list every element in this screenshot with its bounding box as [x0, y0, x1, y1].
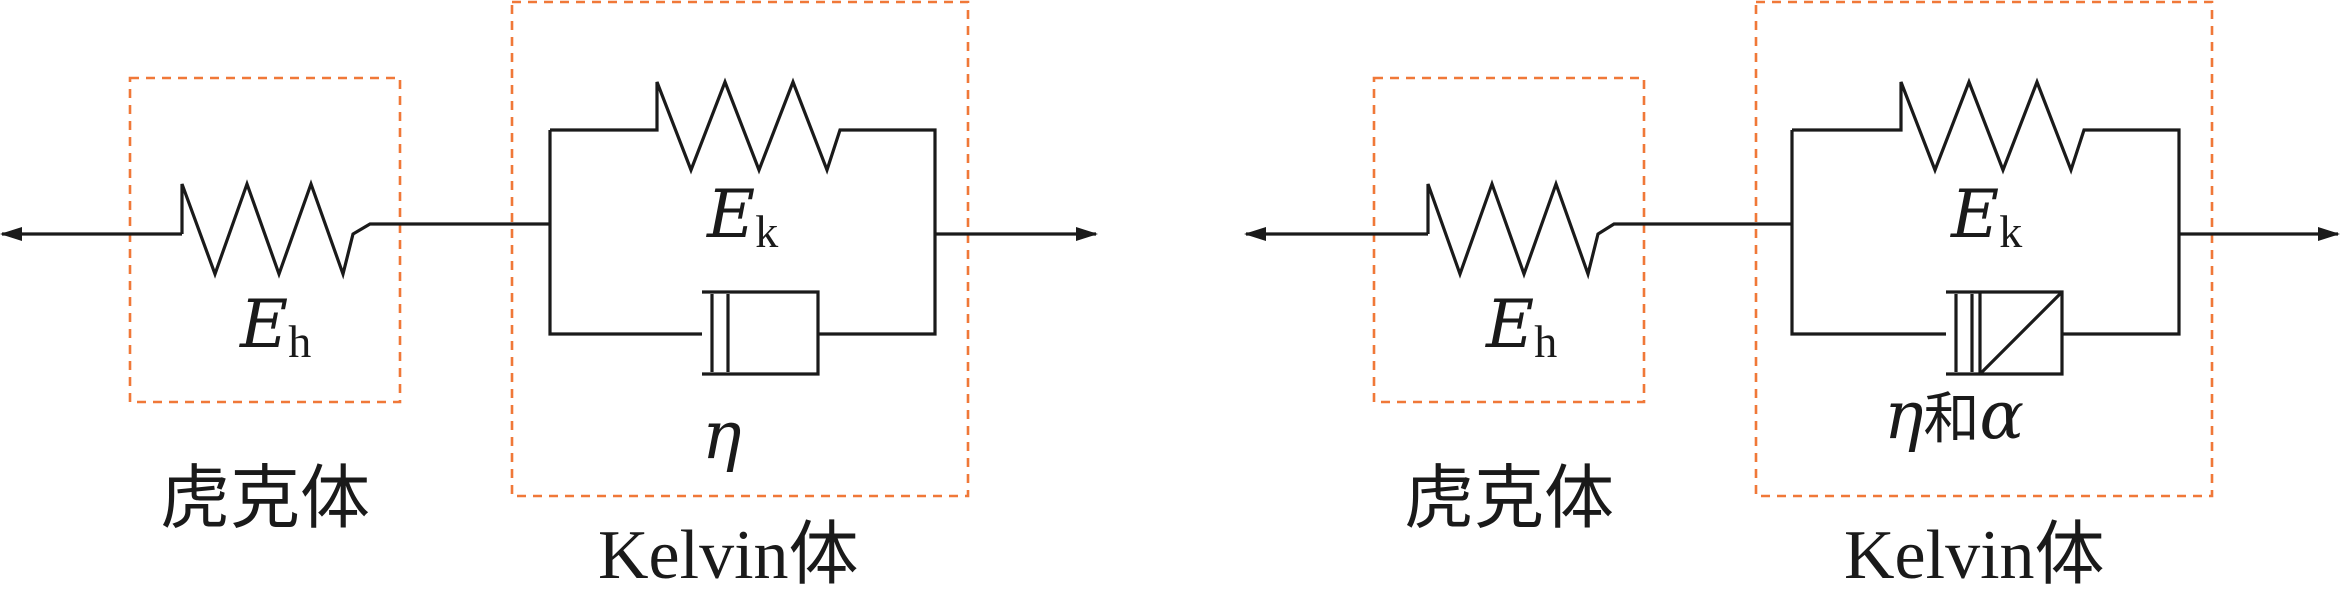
left-kelvin-frame-left	[548, 130, 702, 336]
right-model: Eh Ek η和α 虎克体 Kelvin体	[1244, 0, 2340, 589]
right-hooke-symbol: Eh	[1485, 286, 1557, 367]
right-kelvin-spring	[1792, 77, 2181, 336]
right-element-cylinder	[1946, 290, 2064, 376]
right-kelvin-box	[1754, 0, 2214, 498]
right-hooke-spring	[1426, 179, 1792, 280]
right-hooke-box	[1372, 76, 1646, 404]
left-model: Eh Ek η 虎克体 Kelvin体	[0, 0, 1098, 589]
left-kelvin-box	[510, 0, 970, 498]
right-kelvin-frame-left	[1790, 130, 1946, 336]
left-kelvin-spring-symbol: Ek	[706, 176, 778, 257]
right-kelvin-label: Kelvin体	[1844, 513, 2105, 589]
right-element-symbol: η和α	[1884, 377, 2024, 454]
right-hooke-label: 虎克体	[1404, 457, 1614, 539]
right-kelvin-spring-symbol: Ek	[1950, 176, 2022, 257]
left-hooke-symbol: Eh	[239, 286, 311, 367]
left-hooke-spring	[180, 179, 550, 280]
left-damper-symbol: η	[702, 397, 742, 474]
right-element-slider-diagonal	[1978, 290, 2064, 376]
left-dashpot-cylinder	[702, 290, 820, 376]
left-kelvin-spring	[550, 77, 937, 336]
left-hooke-label: 虎克体	[160, 457, 370, 539]
left-hooke-box	[128, 76, 402, 404]
left-kelvin-label: Kelvin体	[598, 513, 859, 589]
